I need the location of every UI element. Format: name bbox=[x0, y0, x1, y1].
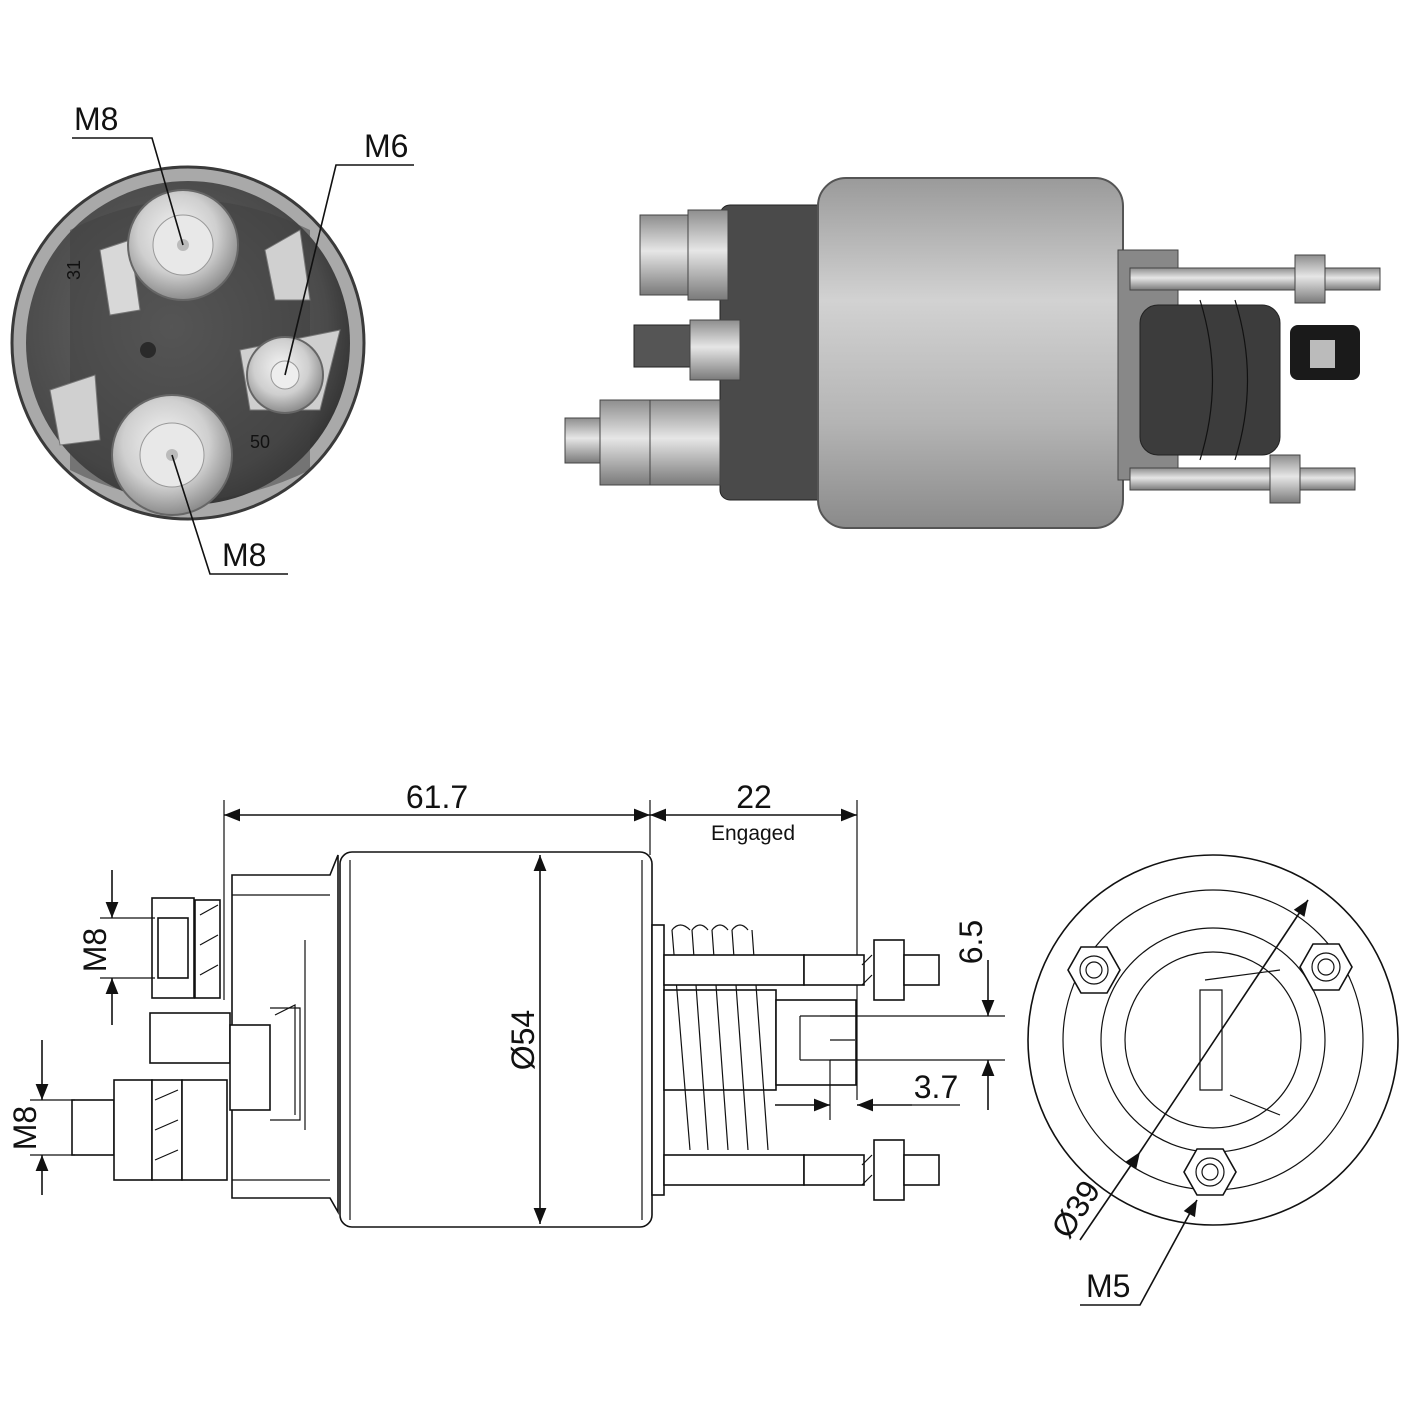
dim-slot-width: 6.5 bbox=[953, 920, 989, 964]
callout-upper-m8: M8 bbox=[74, 101, 118, 137]
flange-bolt-thread: M5 bbox=[1086, 1268, 1130, 1304]
flange-view: Ø39 M5 bbox=[1027, 854, 1399, 1306]
dim-stroke: 22 bbox=[736, 779, 772, 815]
dim-diameter: Ø54 bbox=[505, 1010, 541, 1070]
flange-bolt-upper-right-icon bbox=[1299, 943, 1353, 991]
end-view-photo: 31 50 M8 M6 M8 bbox=[10, 101, 414, 575]
dim-thread-lower: M8 bbox=[7, 1106, 43, 1150]
side-view-photo bbox=[564, 177, 1381, 529]
callout-m6: M6 bbox=[364, 128, 408, 164]
flange-bolt-upper-left-icon bbox=[1067, 946, 1121, 994]
terminal-mark-31: 31 bbox=[64, 260, 84, 280]
dim-stroke-note: Engaged bbox=[711, 822, 795, 845]
technical-drawing: 61.7 22 Engaged Ø54 M8 bbox=[7, 779, 1005, 1228]
callout-lower-m8: M8 bbox=[222, 537, 266, 573]
dim-slot-offset: 3.7 bbox=[914, 1069, 958, 1105]
flange-bolt-bottom-icon bbox=[1183, 1148, 1237, 1196]
dim-length: 61.7 bbox=[406, 779, 468, 815]
dim-thread-upper: M8 bbox=[77, 928, 113, 972]
terminal-mark-50: 50 bbox=[250, 432, 270, 452]
